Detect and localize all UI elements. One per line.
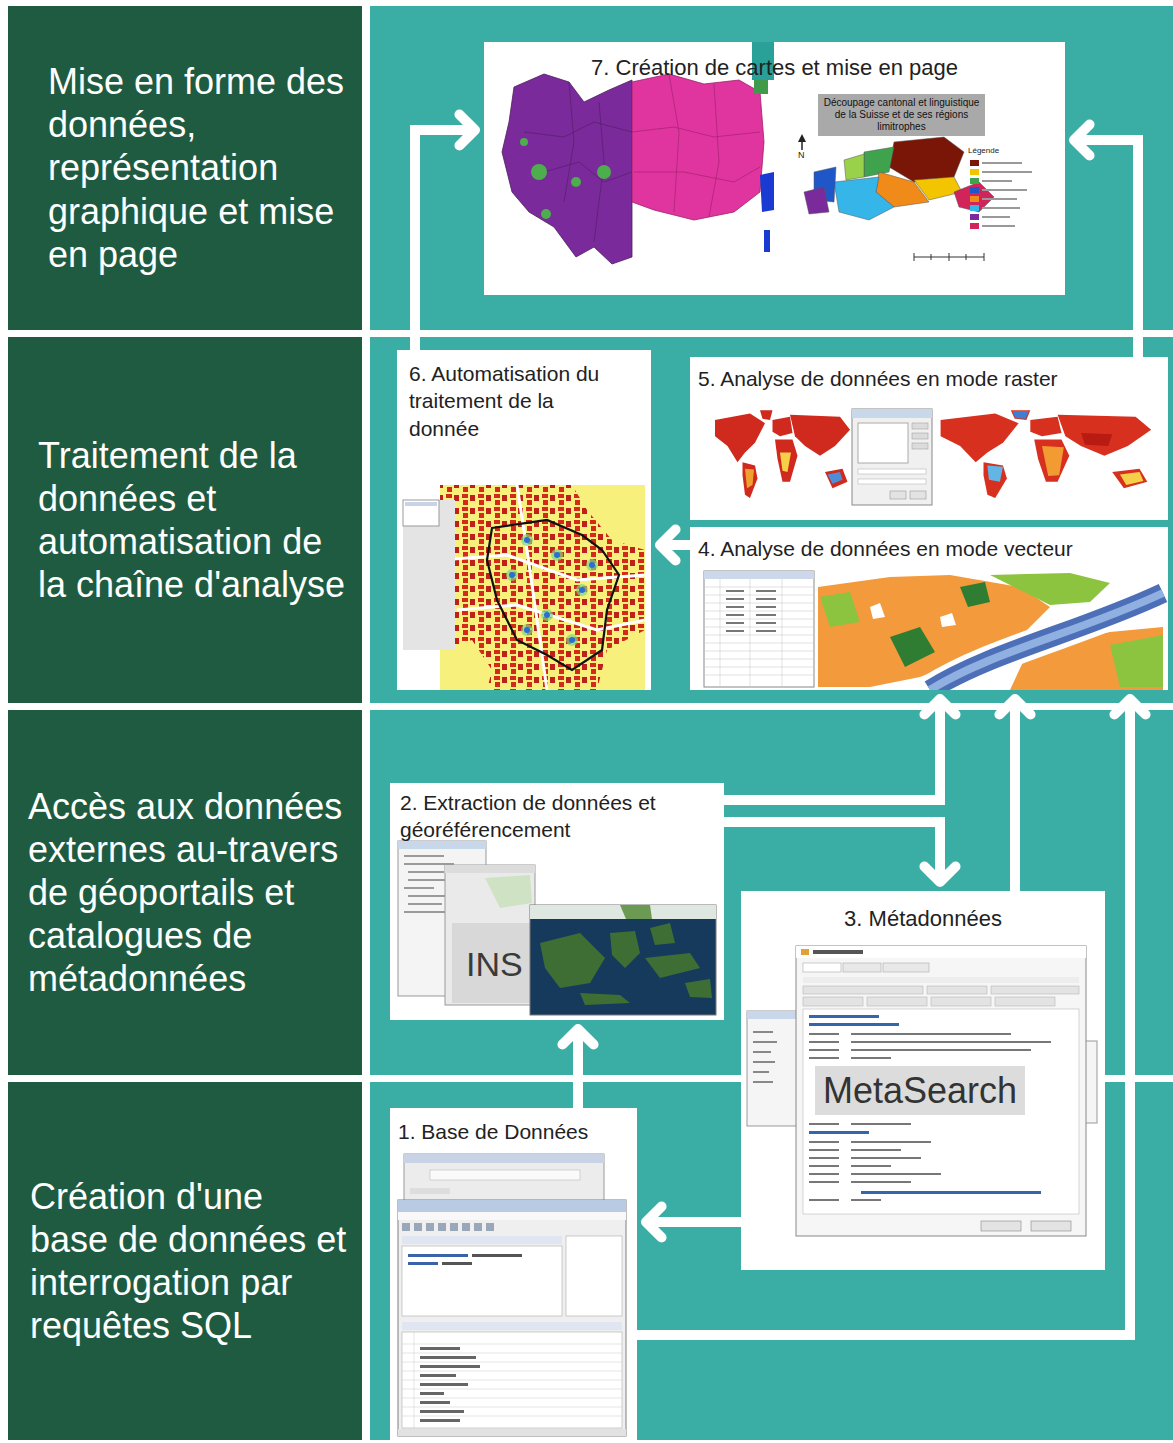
category-band: Accès aux données externes au-travers de… xyxy=(8,710,362,1075)
band-text: Traitement de la données et automatisati… xyxy=(38,434,356,607)
step-title: 7. Création de cartes et mise en page xyxy=(484,42,1065,83)
step-box: 5. Analyse de données en mode raster xyxy=(690,357,1168,520)
connector-line xyxy=(1074,140,1138,357)
step-box: 7. Création de cartes et mise en page xyxy=(484,42,1065,295)
flow-arrow xyxy=(562,1029,593,1108)
flow-arrow xyxy=(1074,124,1138,357)
step-title: 2. Extraction de données et géoréférence… xyxy=(390,783,724,844)
arrow-head xyxy=(1114,699,1145,715)
flow-arrow xyxy=(415,114,475,350)
band-text: Création d'une base de données et interr… xyxy=(30,1175,350,1348)
north-label: N xyxy=(798,150,805,161)
arrow-head xyxy=(459,114,475,145)
step-box: 1. Base de Données xyxy=(390,1108,637,1440)
connector-line xyxy=(724,822,940,882)
database-illustration xyxy=(390,1108,637,1440)
step-title: 3. Métadonnées xyxy=(741,891,1105,934)
map-title: Découpage cantonal et linguistique de la… xyxy=(818,94,985,136)
connector-line xyxy=(646,1217,741,1227)
arrow-head xyxy=(1074,124,1090,155)
flow-arrow xyxy=(999,699,1030,891)
category-band: Mise en forme des données, représentatio… xyxy=(8,6,362,330)
category-band: Traitement de la données et automatisati… xyxy=(8,337,362,703)
legend-heading: Légende xyxy=(968,146,999,156)
flow-arrow xyxy=(660,529,690,560)
arrow-head xyxy=(999,699,1030,715)
step-title: 6. Automatisation du traitement de la do… xyxy=(397,350,651,442)
arrow-head xyxy=(646,1206,662,1237)
step-box: 4. Analyse de données en mode vecteur xyxy=(690,527,1168,690)
step-title: 1. Base de Données xyxy=(390,1108,637,1145)
arrow-head xyxy=(562,1029,593,1045)
step-title: 5. Analyse de données en mode raster xyxy=(690,357,1168,392)
connector-line xyxy=(1010,699,1020,891)
flow-arrow xyxy=(724,699,956,800)
step-title: 4. Analyse de données en mode vecteur xyxy=(690,527,1168,562)
arrow-head xyxy=(924,866,955,882)
connector-line xyxy=(573,1029,583,1108)
category-band: Création d'une base de données et interr… xyxy=(8,1082,362,1440)
step-box: 6. Automatisation du traitement de la do… xyxy=(397,350,651,690)
screenshot-text: INS xyxy=(462,942,527,987)
arrow-head xyxy=(660,529,676,560)
flow-arrow xyxy=(724,822,956,882)
screenshot-text: MetaSearch xyxy=(815,1066,1025,1115)
arrow-head xyxy=(924,699,955,715)
connector-line xyxy=(724,699,940,800)
flow-arrow xyxy=(646,1206,741,1237)
band-text: Mise en forme des données, représentatio… xyxy=(48,60,346,276)
connector-line xyxy=(415,130,475,350)
band-text: Accès aux données externes au-travers de… xyxy=(28,785,354,1001)
step-box: 2. Extraction de données et géoréférence… xyxy=(390,783,724,1020)
